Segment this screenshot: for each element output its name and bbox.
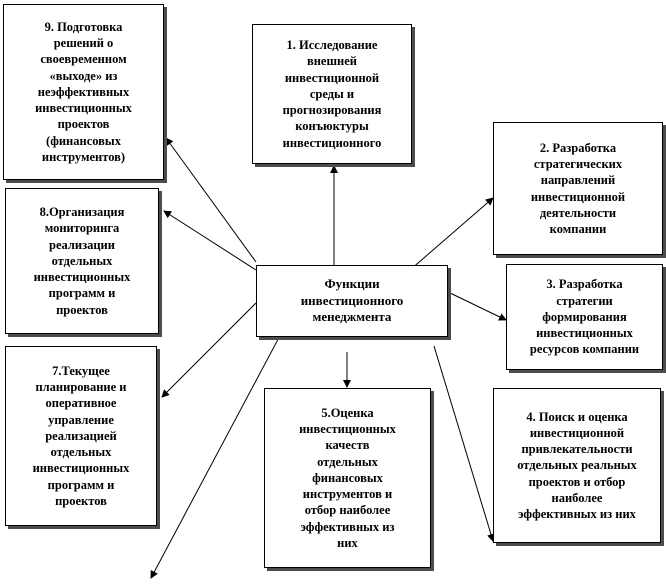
function-label-3: 3. Разработка стратегии формирования инв…: [529, 277, 640, 357]
function-label-2: 2. Разработка стратегических направлений…: [530, 140, 626, 236]
function-label-4: 4. Поиск и оценка инвестиционной привлек…: [517, 409, 637, 522]
arrow-to-f8: [163, 210, 257, 271]
function-label-1: 1. Исследование внешней инвестиционной с…: [282, 38, 382, 150]
arrow-to-f6: [150, 329, 284, 579]
function-box-5: 5.Оценка инвестиционных качеств отдельны…: [264, 388, 431, 568]
function-box-1: 1. Исследование внешней инвестиционной с…: [252, 24, 412, 164]
function-label-9: 9. Подготовка решений о своевременном «в…: [35, 19, 132, 164]
function-box-3: 3. Разработка стратегии формирования инв…: [506, 264, 663, 370]
arrow-to-f9: [165, 137, 257, 263]
arrow-to-f2: [409, 197, 494, 271]
function-box-2: 2. Разработка стратегических направлений…: [493, 122, 663, 255]
function-label-7: 7.Текущее планирование и оперативное упр…: [32, 363, 130, 508]
function-label-8: 8.Организация мониторинга реализации отд…: [33, 205, 131, 317]
arrow-to-f4: [433, 345, 495, 542]
function-box-9: 9. Подготовка решений о своевременном «в…: [3, 4, 164, 180]
function-box-7: 7.Текущее планирование и оперативное упр…: [5, 346, 157, 526]
function-box-4: 4. Поиск и оценка инвестиционной привлек…: [493, 388, 661, 543]
arrow-to-f7: [161, 302, 257, 398]
function-label-5: 5.Оценка инвестиционных качеств отдельны…: [299, 405, 396, 550]
center-box: Функции инвестиционного менеджмента: [256, 265, 448, 337]
arrow-to-f3: [447, 291, 507, 321]
function-box-8: 8.Организация мониторинга реализации отд…: [5, 188, 159, 334]
center-label: Функции инвестиционного менеджмента: [300, 275, 404, 325]
